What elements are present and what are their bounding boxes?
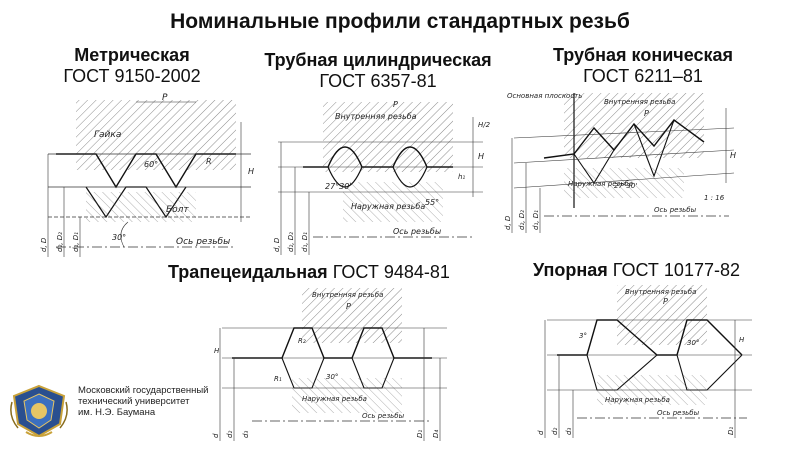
pipe-cyl-d-label: d, D bbox=[273, 237, 281, 252]
header-buttress: Упорная ГОСТ 10177-82 bbox=[533, 260, 783, 281]
metric-bolt-label: Болт bbox=[166, 205, 189, 215]
buttress-angle2-label: 3° bbox=[579, 332, 587, 340]
buttress-axis-label: Ось резьбы bbox=[657, 409, 700, 417]
header-trapezoid: Трапецеидальная ГОСТ 9484-81 bbox=[168, 262, 488, 283]
header-metric: Метрическая ГОСТ 9150-2002 bbox=[42, 45, 222, 87]
metric-d-label: d, D bbox=[40, 237, 48, 252]
pipe-cyl-d2-label: d₂, D₂ bbox=[287, 232, 295, 252]
metric-pitch-label: P bbox=[162, 93, 168, 103]
buttress-d-label: d bbox=[537, 430, 545, 435]
buttress-diagram: Внутренняя резьба Наружная резьба Ось ре… bbox=[537, 280, 759, 442]
trapezoid-diagram: Внутренняя резьба Наружная резьба Ось ре… bbox=[212, 283, 460, 445]
pipe-cyl-angle2-label: 55° bbox=[425, 198, 439, 207]
metric-angle2-label: 30° bbox=[112, 233, 126, 242]
pipe-cyl-d1-label: d₁, D₁ bbox=[301, 232, 309, 252]
pipe-con-h-label: H bbox=[730, 151, 736, 160]
university-line-1: Московский государственный bbox=[78, 385, 209, 396]
metric-axis-label: Ось резьбы bbox=[176, 237, 230, 247]
pipe-cyl-pitch-label: P bbox=[393, 100, 398, 109]
pipe-cyl-internal-label: Внутренняя резьба bbox=[335, 112, 417, 121]
metric-r-label: R bbox=[206, 157, 212, 166]
buttress-internal-label: Внутренняя резьба bbox=[625, 288, 696, 296]
university-emblem-icon bbox=[8, 382, 70, 440]
university-line-2: технический университет bbox=[78, 396, 190, 407]
trapezoid-internal-label: Внутренняя резьба bbox=[312, 291, 383, 299]
pipe-con-d2-label: d₂, D₂ bbox=[518, 210, 526, 230]
metric-name: Метрическая bbox=[74, 45, 190, 65]
pipe-con-name: Трубная коническая bbox=[552, 45, 734, 65]
metric-nut-label: Гайка bbox=[94, 130, 121, 140]
university-line-3: им. Н.Э. Баумана bbox=[78, 407, 156, 418]
metric-standard: ГОСТ 9150-2002 bbox=[63, 66, 201, 86]
metric-h-label: H bbox=[248, 167, 254, 176]
buttress-h-label: H bbox=[739, 336, 745, 344]
university-name: Московский государственный технический у… bbox=[78, 385, 218, 418]
metric-d1-label: d₁, D₁ bbox=[72, 232, 80, 252]
pipe-con-d-label: d, D bbox=[504, 215, 512, 230]
pipe-con-pitch-label: P bbox=[644, 109, 649, 118]
metric-angle-label: 60° bbox=[144, 160, 158, 169]
buttress-angle-label: 30° bbox=[687, 339, 699, 347]
pipe-cyl-axis-label: Ось резьбы bbox=[393, 227, 441, 236]
header-pipe-cyl: Трубная цилиндрическая ГОСТ 6357-81 bbox=[248, 50, 508, 92]
buttress-external-label: Наружная резьба bbox=[605, 396, 670, 404]
pipe-cyl-external-label: Наружная резьба bbox=[351, 202, 425, 211]
pipe-cyl-standard: ГОСТ 6357-81 bbox=[319, 71, 437, 91]
trapezoid-d4-label: D₄ bbox=[432, 430, 440, 438]
trapezoid-pitch-label: P bbox=[346, 302, 351, 311]
pipe-cyl-diagram: Внутренняя резьба Наружная резьба Ось ре… bbox=[273, 97, 498, 259]
trapezoid-external-label: Наружная резьба bbox=[302, 395, 367, 403]
metric-d2-label: d₂, D₂ bbox=[56, 232, 64, 252]
trapezoid-standard: ГОСТ 9484-81 bbox=[332, 262, 450, 282]
buttress-d1-label: D₁ bbox=[727, 427, 735, 435]
trapezoid-name: Трапецеидальная bbox=[168, 262, 328, 282]
trapezoid-d2-label: d₂ bbox=[226, 431, 234, 438]
trapezoid-axis-label: Ось резьбы bbox=[362, 412, 405, 420]
trapezoid-r2-label: R₂ bbox=[298, 337, 306, 345]
buttress-standard: ГОСТ 10177-82 bbox=[612, 260, 740, 280]
trapezoid-d1-label: D₁ bbox=[416, 430, 424, 438]
pipe-cyl-h-label: H bbox=[478, 152, 484, 161]
pipe-con-angle-label: 27°30' bbox=[614, 182, 637, 190]
trapezoid-h-label: H bbox=[214, 347, 220, 355]
trapezoid-angle-label: 30° bbox=[326, 373, 338, 381]
pipe-con-standard: ГОСТ 6211–81 bbox=[583, 66, 703, 86]
pipe-cyl-h1-label: h₁ bbox=[458, 173, 465, 181]
trapezoid-d3-label: d₃ bbox=[242, 431, 250, 438]
metric-diagram: Гайка Болт Ось резьбы P 60° 30° H R d, D… bbox=[36, 92, 268, 262]
pipe-con-taper-label: 1 : 16 bbox=[704, 194, 725, 202]
pipe-con-diagram: Основная плоскость Внутренняя резьба Нар… bbox=[504, 88, 744, 236]
pipe-cyl-angle-label: 27°30' bbox=[325, 182, 352, 191]
buttress-name: Упорная bbox=[533, 260, 608, 280]
buttress-d2-label: d₂ bbox=[551, 428, 559, 435]
pipe-con-d1-label: d₁, D₁ bbox=[532, 210, 540, 230]
buttress-pitch-label: P bbox=[663, 297, 668, 306]
pipe-con-main-plane-label: Основная плоскость bbox=[507, 92, 582, 100]
trapezoid-d-label: d bbox=[212, 433, 220, 438]
slide-title: Номинальные профили стандартных резьб bbox=[170, 10, 630, 33]
trapezoid-r1-label: R₁ bbox=[274, 375, 282, 383]
pipe-con-external-label: Наружная резьба bbox=[568, 180, 633, 188]
header-pipe-con: Трубная коническая ГОСТ 6211–81 bbox=[528, 45, 758, 87]
pipe-cyl-name: Трубная цилиндрическая bbox=[264, 50, 492, 70]
pipe-cyl-h2-label: H/2 bbox=[478, 121, 491, 129]
buttress-d3-label: d₃ bbox=[565, 428, 573, 435]
pipe-con-internal-label: Внутренняя резьба bbox=[604, 98, 675, 106]
pipe-con-axis-label: Ось резьбы bbox=[654, 206, 697, 214]
